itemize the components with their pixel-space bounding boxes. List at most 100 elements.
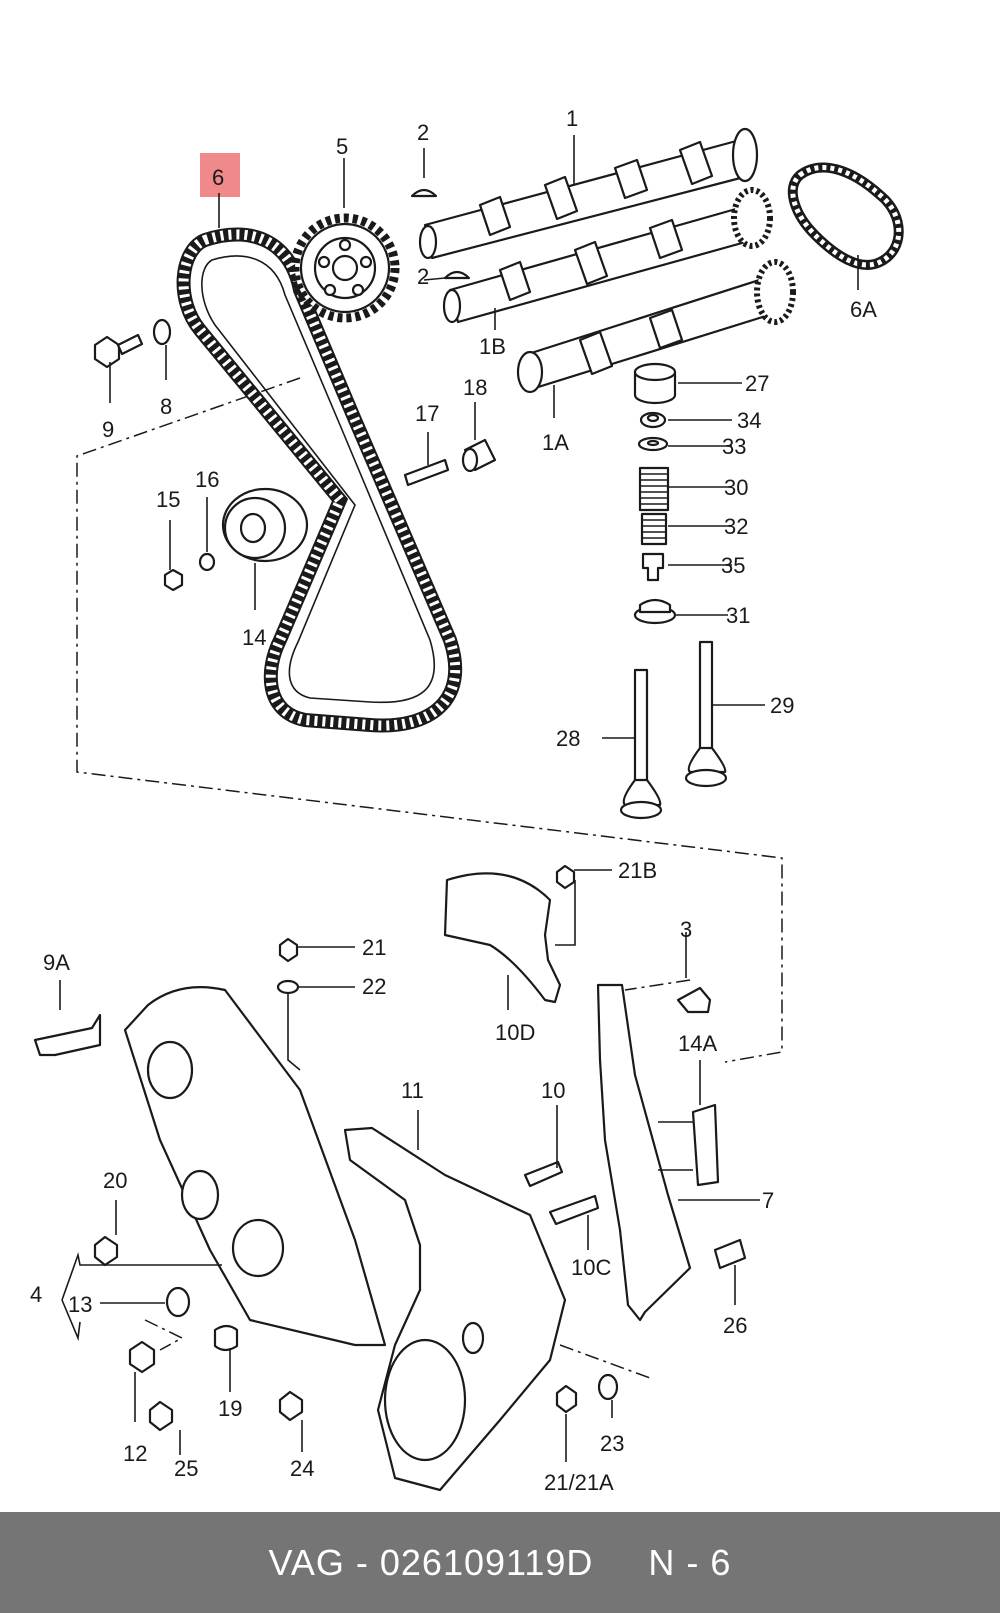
nut-15 xyxy=(163,568,184,592)
washer-8 xyxy=(152,318,172,346)
camshaft-sprocket xyxy=(290,213,400,323)
stud-12 xyxy=(128,1340,156,1374)
bolt-3 xyxy=(676,986,712,1014)
bolt-10 xyxy=(523,1160,564,1188)
timing-belt xyxy=(176,227,463,733)
callout-21B: 21B xyxy=(618,858,657,883)
callout-7: 7 xyxy=(762,1188,774,1213)
cotter-34 xyxy=(639,411,667,429)
leader-lines xyxy=(59,135,859,1462)
callout-27: 27 xyxy=(745,371,769,396)
spring-seat-31 xyxy=(633,598,677,625)
callout-5: 5 xyxy=(336,134,348,159)
bolt-24 xyxy=(278,1390,304,1422)
cover-cap xyxy=(180,1169,220,1221)
inner-spring-32 xyxy=(640,512,668,546)
callout-labels: 1 1B 1A 2 2 5 6 6A 8 9 17 18 15 16 14 27… xyxy=(30,106,877,1495)
plug-19 xyxy=(213,1324,239,1352)
callout-35: 35 xyxy=(721,553,745,578)
outer-spring-30 xyxy=(638,466,670,512)
washer-23 xyxy=(597,1373,619,1401)
bolt-9 xyxy=(93,333,144,369)
callout-9: 9 xyxy=(102,417,114,442)
callout-33: 33 xyxy=(722,434,746,459)
nut-21B xyxy=(555,864,576,890)
callout-24: 24 xyxy=(290,1456,314,1481)
callout-21-21A: 21/21A xyxy=(544,1470,614,1495)
callout-1: 1 xyxy=(566,106,578,131)
exhaust-valve-28 xyxy=(619,668,663,820)
woodruff-key xyxy=(410,188,438,198)
spacer-18 xyxy=(461,438,497,473)
callout-16: 16 xyxy=(195,467,219,492)
callout-30: 30 xyxy=(724,475,748,500)
camshaft-1 xyxy=(418,127,759,260)
callout-11: 11 xyxy=(401,1078,424,1103)
callout-18: 18 xyxy=(463,375,487,400)
callout-15: 15 xyxy=(156,487,180,512)
callout-6: 6 xyxy=(212,165,224,190)
tappet-27 xyxy=(633,362,677,405)
callout-13: 13 xyxy=(68,1292,92,1317)
nut-21A xyxy=(555,1384,578,1414)
washer-13 xyxy=(165,1286,191,1318)
bracket-7 xyxy=(596,983,692,1322)
plate-14A xyxy=(691,1103,720,1187)
callout-14: 14 xyxy=(242,625,266,650)
callout-6-highlight xyxy=(200,153,240,197)
intake-valve-29 xyxy=(684,640,728,788)
timing-chain xyxy=(787,162,904,270)
callout-4: 4 xyxy=(30,1282,42,1307)
callout-10D: 10D xyxy=(495,1020,535,1045)
timing-cover-10D xyxy=(443,872,562,1004)
callout-10: 10 xyxy=(541,1078,565,1103)
callout-22: 22 xyxy=(362,974,386,999)
callout-31: 31 xyxy=(726,603,750,628)
boundary-dashed-line xyxy=(559,1344,651,1379)
upper-timing-cover-4 xyxy=(123,986,387,1347)
callout-1B: 1B xyxy=(479,334,506,359)
boundary-dashed-line xyxy=(624,979,691,991)
bolt-20 xyxy=(93,1235,119,1267)
callout-19: 19 xyxy=(218,1396,242,1421)
callout-3: 3 xyxy=(680,917,692,942)
callout-6A: 6A xyxy=(850,297,877,322)
bolt-25 xyxy=(148,1400,174,1432)
callout-32: 32 xyxy=(724,514,748,539)
washer-22 xyxy=(276,979,300,995)
callout-14A: 14A xyxy=(678,1031,717,1056)
callout-34: 34 xyxy=(737,408,761,433)
cover-cap xyxy=(231,1218,285,1278)
callout-28: 28 xyxy=(556,726,580,751)
camshaft-1A xyxy=(516,259,796,394)
boundary-dashed-line xyxy=(144,1319,184,1351)
part-number-footer: VAG - 026109119D N - 6 xyxy=(0,1512,1000,1613)
washer-16 xyxy=(198,552,216,572)
callout-1A: 1A xyxy=(542,430,569,455)
callout-9A: 9A xyxy=(43,950,70,975)
clip-9A xyxy=(33,1013,102,1057)
tensioner-pulley-14 xyxy=(221,487,309,563)
callout-8: 8 xyxy=(160,394,172,419)
callout-10C: 10C xyxy=(571,1255,611,1280)
camshaft-1B xyxy=(442,187,773,324)
parts-diagram: 1 1B 1A 2 2 5 6 6A 8 9 17 18 15 16 14 27… xyxy=(30,106,904,1495)
nut-21 xyxy=(278,937,299,963)
callout-17: 17 xyxy=(415,401,439,426)
callout-29: 29 xyxy=(770,693,794,718)
boss xyxy=(461,1321,485,1355)
part-number-text: VAG - 026109119D N - 6 xyxy=(268,1541,732,1583)
callout-26: 26 xyxy=(723,1313,747,1338)
cover-cap xyxy=(146,1040,194,1100)
callout-2: 2 xyxy=(417,120,429,145)
callout-25: 25 xyxy=(174,1456,198,1481)
bolt-26 xyxy=(713,1238,747,1270)
callout-20: 20 xyxy=(103,1168,127,1193)
callout-23: 23 xyxy=(600,1431,624,1456)
boundary-dashed-line xyxy=(76,377,783,1063)
woodruff-key xyxy=(443,270,471,280)
callout-21: 21 xyxy=(362,935,386,960)
valve-seal-35 xyxy=(641,552,665,582)
callout-2: 2 xyxy=(417,264,429,289)
stud-17 xyxy=(403,458,450,487)
